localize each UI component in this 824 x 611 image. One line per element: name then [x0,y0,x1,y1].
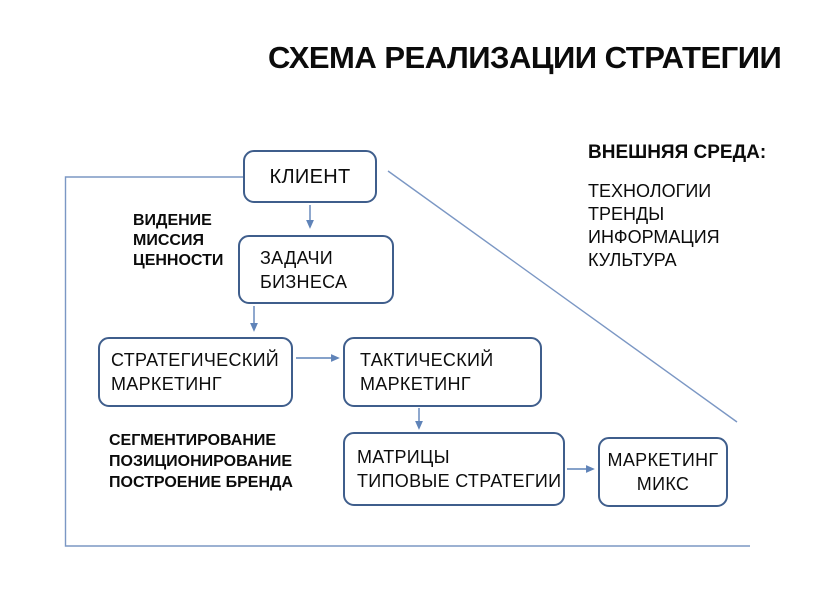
vision-mission-values-label: ВИДЕНИЕ МИССИЯ ЦЕННОСТИ [133,212,224,269]
external-environment-title: ВНЕШНЯЯ СРЕДА: [588,142,767,163]
client-box: КЛИЕНТ [243,150,377,203]
environment-item-information: ИНФОРМАЦИЯ [588,227,720,247]
marketing-mix-box: МАРКЕТИНГ МИКС [598,437,728,507]
matrices-typical-strategies-box: МАТРИЦЫ ТИПОВЫЕ СТРАТЕГИИ [343,432,565,506]
business-tasks-box: ЗАДАЧИ БИЗНЕСА [238,235,394,304]
strategic-marketing-box: СТРАТЕГИЧЕСКИЙ МАРКЕТИНГ [98,337,293,407]
environment-item-culture: КУЛЬТУРА [588,250,677,270]
tactical-marketing-box: ТАКТИЧЕСКИЙ МАРКЕТИНГ [343,337,542,407]
external-environment-block: ВНЕШНЯЯ СРЕДА: ТЕХНОЛОГИИ ТРЕНДЫ ИНФОРМА… [588,142,766,272]
environment-item-trends: ТРЕНДЫ [588,204,665,224]
external-environment-diagonal-line [387,170,738,423]
frame-boundary-line [64,176,750,547]
segmentation-positioning-branding-label: СЕГМЕНТИРОВАНИЕ ПОЗИЦИОНИРОВАНИЕ ПОСТРОЕ… [109,432,293,491]
environment-item-technologies: ТЕХНОЛОГИИ [588,181,712,201]
slide-title: СХЕМА РЕАЛИЗАЦИИ СТРАТЕГИИ [268,40,782,75]
